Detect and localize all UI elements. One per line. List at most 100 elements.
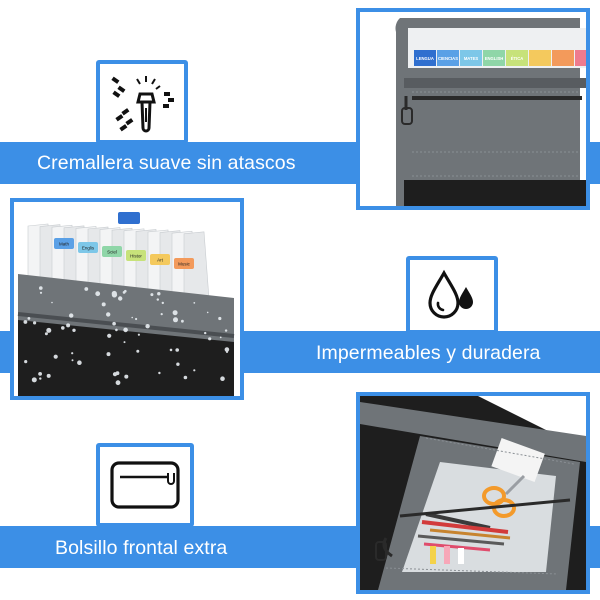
water-droplet bbox=[156, 298, 159, 301]
top-tab-label: ÉTICA bbox=[511, 56, 524, 61]
water-droplet bbox=[112, 372, 118, 377]
water-droplet bbox=[158, 371, 161, 375]
water-droplet bbox=[44, 332, 48, 336]
folder-tab-label: Math bbox=[59, 242, 70, 247]
water-droplet bbox=[208, 337, 212, 341]
water-droplet bbox=[123, 327, 128, 333]
water-droplet bbox=[218, 316, 222, 321]
front-pocket-icon-box bbox=[96, 443, 194, 527]
zipper-icon bbox=[111, 76, 174, 133]
water-droplet bbox=[137, 333, 140, 336]
water-droplet bbox=[181, 319, 184, 323]
folder-tab bbox=[102, 246, 122, 257]
folder-tab-label: Music bbox=[178, 262, 191, 267]
water-droplet bbox=[175, 348, 179, 352]
water-droplet bbox=[69, 313, 74, 318]
top-tab bbox=[529, 50, 551, 66]
top-tab-label: ENGLISH bbox=[485, 56, 504, 61]
top-tab bbox=[483, 50, 505, 66]
water-droplet bbox=[123, 341, 126, 344]
water-droplet bbox=[71, 352, 74, 355]
water-droplet bbox=[33, 321, 37, 325]
water-droplet bbox=[193, 369, 196, 372]
water-droplet bbox=[39, 291, 43, 294]
water-droplet bbox=[206, 311, 209, 314]
folder-tab-label: Sciel bbox=[107, 250, 117, 255]
top-tab-label: CIENCIAS bbox=[438, 56, 458, 61]
folder-tab bbox=[118, 212, 140, 224]
water-droplet bbox=[77, 360, 82, 365]
water-droplet bbox=[204, 331, 207, 335]
photo-front-pocket bbox=[356, 392, 590, 594]
water-droplet bbox=[173, 317, 178, 323]
water-droplet bbox=[111, 290, 117, 297]
water-droplet bbox=[136, 349, 140, 353]
top-tab bbox=[437, 50, 459, 66]
folder-tab bbox=[54, 238, 74, 249]
water-droplet bbox=[122, 291, 126, 294]
water-droplet bbox=[219, 336, 222, 339]
photo-folder-top-zipper: LENGUA CIENCIAS MATES ENGLISH ÉTICA bbox=[356, 8, 590, 210]
folder-tab bbox=[150, 254, 170, 265]
folder-tab bbox=[126, 250, 146, 261]
folder-tab bbox=[78, 242, 98, 253]
water-droplet bbox=[135, 317, 138, 321]
water-droplet bbox=[160, 313, 163, 316]
water-droplet bbox=[193, 302, 196, 304]
water-droplet bbox=[115, 328, 118, 332]
folder-tab bbox=[174, 258, 194, 269]
water-droplet bbox=[169, 348, 173, 352]
water-droplet bbox=[115, 380, 121, 386]
feature-label-waterproof: Impermeables y duradera bbox=[316, 342, 541, 364]
water-droplet bbox=[95, 291, 101, 297]
water-droplet bbox=[23, 320, 28, 324]
water-droplet bbox=[220, 376, 225, 381]
water-droplet bbox=[38, 372, 42, 376]
water-droplet bbox=[51, 301, 53, 304]
top-tab bbox=[552, 50, 574, 66]
top-index-tabs: LENGUA CIENCIAS MATES ENGLISH ÉTICA bbox=[414, 50, 586, 66]
water-droplet bbox=[150, 293, 154, 297]
water-droplet bbox=[161, 301, 164, 305]
water-droplet bbox=[27, 317, 31, 320]
water-droplet bbox=[172, 310, 178, 316]
water-droplet bbox=[46, 373, 51, 378]
water-droplet bbox=[39, 377, 42, 380]
water-droplet bbox=[124, 374, 129, 379]
water-droplet bbox=[101, 302, 106, 307]
water-droplet bbox=[31, 377, 37, 383]
top-tab-label: MATES bbox=[464, 56, 479, 61]
water-droplet bbox=[224, 347, 230, 352]
water-drops-icon-box bbox=[406, 256, 498, 334]
top-tab bbox=[460, 50, 482, 66]
top-tab bbox=[414, 50, 436, 66]
water-droplet bbox=[72, 328, 76, 332]
water-droplet bbox=[112, 321, 116, 326]
feature-label-zipper: Cremallera suave sin atascos bbox=[37, 152, 296, 174]
folder-tab-label: Englis bbox=[82, 246, 95, 251]
top-tab bbox=[575, 50, 586, 66]
water-droplet bbox=[61, 326, 65, 330]
water-drops-icon bbox=[428, 269, 473, 319]
water-droplet bbox=[46, 327, 52, 333]
water-droplet bbox=[84, 287, 89, 291]
feature-label-pocket: Bolsillo frontal extra bbox=[55, 537, 228, 559]
top-tab-label: LENGUA bbox=[416, 56, 434, 61]
zipper-icon-box bbox=[96, 60, 188, 144]
water-droplet bbox=[224, 329, 228, 332]
water-droplet bbox=[145, 324, 150, 329]
water-droplet bbox=[71, 359, 74, 362]
water-droplet bbox=[157, 292, 161, 296]
water-droplet bbox=[106, 312, 111, 317]
water-droplet bbox=[106, 352, 111, 357]
water-droplet bbox=[183, 375, 188, 380]
water-droplet bbox=[107, 333, 112, 338]
water-droplet bbox=[176, 362, 180, 366]
water-droplet bbox=[225, 350, 229, 353]
water-droplets bbox=[23, 286, 230, 386]
water-droplet bbox=[39, 286, 43, 290]
folder-tab-label: Histor bbox=[130, 254, 142, 259]
front-pocket-icon bbox=[110, 461, 180, 509]
